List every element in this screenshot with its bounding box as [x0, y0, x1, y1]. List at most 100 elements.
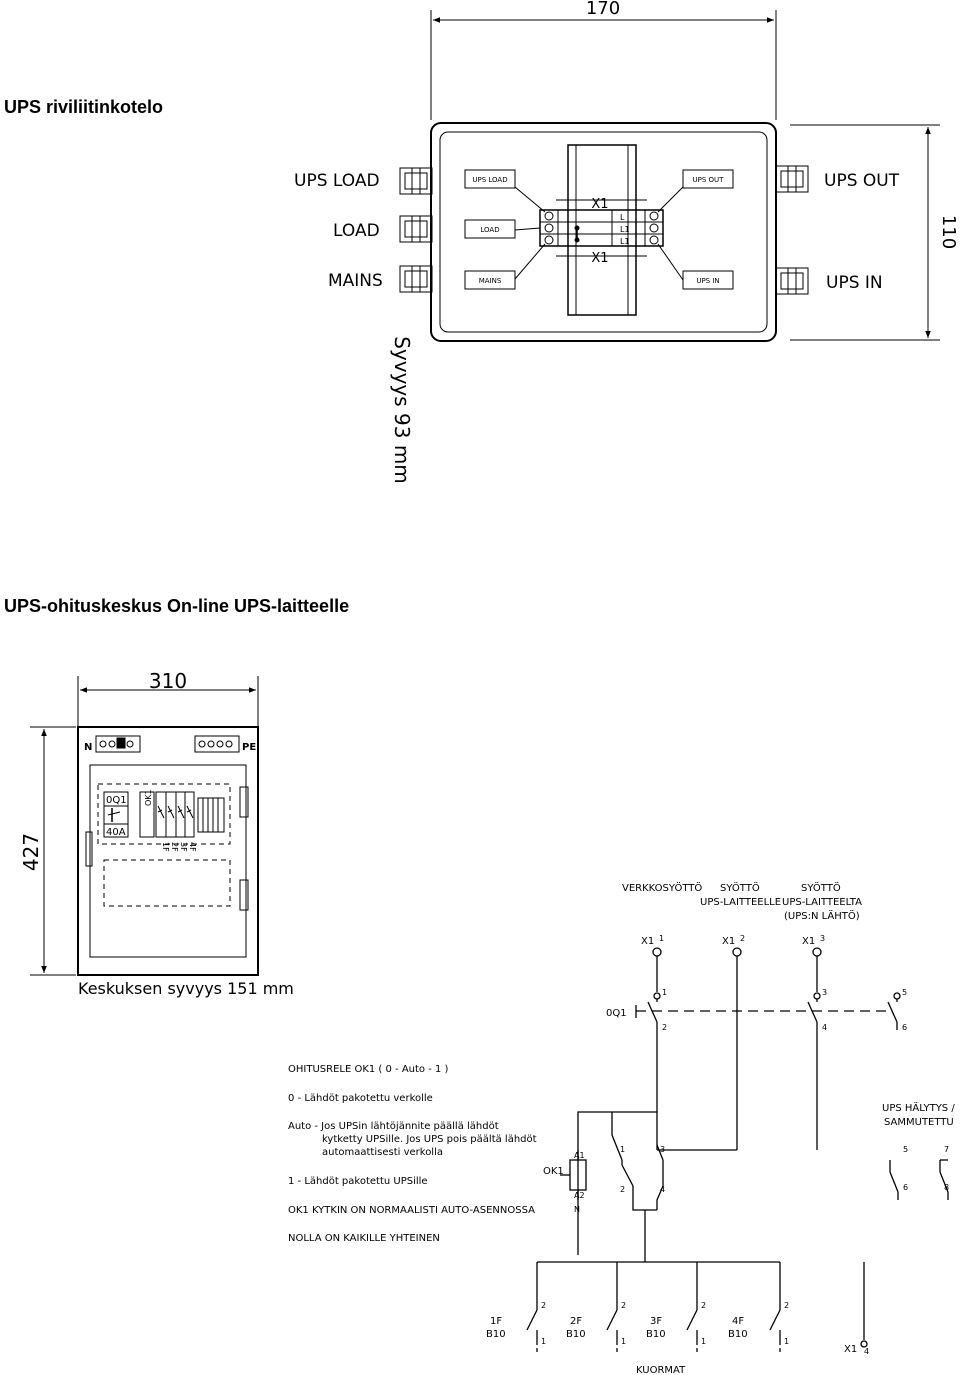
box-ups-in: UPS IN — [696, 277, 719, 285]
output-3f-rating: B10 — [646, 1329, 666, 1340]
heading-ups-terminal-box: UPS riviliitinkotelo — [4, 97, 164, 117]
label-ups-out: UPS OUT — [824, 171, 900, 191]
breaker-oq1-label: 0Q1 — [106, 795, 127, 806]
note-common-neutral: NOLLA ON KAIKILLE YHTEINEN — [288, 1233, 440, 1244]
coil-n: N — [574, 1205, 580, 1214]
label-ups-load: UPS LOAD — [294, 171, 380, 191]
ok1-contact-1: 1 — [620, 1145, 625, 1154]
coil-a1: A1 — [574, 1151, 585, 1160]
alarm-contact-5: 5 — [903, 1145, 908, 1154]
output-2f-rating: B10 — [566, 1329, 586, 1340]
box-load: LOAD — [480, 226, 499, 234]
out2-contact-1: 1 — [621, 1337, 626, 1346]
bypass-schematic — [526, 947, 949, 1352]
col-syotto-1: SYÖTTÖ — [720, 881, 760, 894]
ok1-contact-3: 3 — [660, 1145, 665, 1154]
output-1f-name: 1F — [490, 1316, 502, 1327]
label-mains: MAINS — [328, 271, 383, 291]
out3-contact-2: 2 — [701, 1301, 706, 1310]
oq1-contact-4: 4 — [822, 1023, 827, 1032]
height-dimension-427: 427 — [19, 833, 43, 871]
col-syotto-2: SYÖTTÖ — [801, 881, 841, 894]
height-dimension-110: 110 — [938, 215, 959, 249]
out1-contact-1: 1 — [541, 1337, 546, 1346]
terminal-box-labels: 170 110 Syvyys 93 mm UPS LOAD LOAD MAINS… — [294, 0, 959, 484]
ok1-contact-2: 2 — [620, 1185, 625, 1194]
width-dimension-170: 170 — [586, 0, 620, 19]
oq1-contact-6: 6 — [902, 1023, 907, 1032]
out3-contact-1: 1 — [701, 1337, 706, 1346]
ok1-label: OK1 — [543, 1166, 564, 1177]
terminal-x1-1: X1 — [641, 936, 654, 947]
output-4f-name: 4F — [732, 1316, 744, 1327]
note-mode-0: 0 - Lähdöt pakotettu verkolle — [288, 1093, 433, 1104]
col-ups-lahto: (UPS:N LÄHTÖ) — [784, 909, 860, 922]
width-dimension-310: 310 — [149, 669, 187, 693]
pe-busbar-label: PE — [242, 742, 256, 753]
label-load: LOAD — [333, 221, 380, 241]
label-ups-in: UPS IN — [826, 273, 883, 293]
terminal-num-1: 1 — [659, 934, 664, 943]
terminal-num-2: 2 — [740, 934, 745, 943]
out4-contact-1: 1 — [784, 1337, 789, 1346]
fuse-3f-label: 3F — [179, 842, 188, 852]
box-ups-out: UPS OUT — [693, 176, 725, 184]
oq1-contact-3: 3 — [822, 988, 827, 997]
schematic-labels: VERKKOSYÖTTÖ SYÖTTÖ UPS-LAITTEELLE SYÖTT… — [288, 881, 955, 1375]
out1-contact-2: 2 — [541, 1301, 546, 1310]
relay-ok1-label: OK1 — [144, 789, 153, 806]
output-3f-name: 3F — [650, 1316, 662, 1327]
alarm-contact-8: 8 — [944, 1183, 949, 1192]
box-mains: MAINS — [479, 277, 502, 285]
oq1-contact-5: 5 — [902, 988, 907, 997]
oq1-label: 0Q1 — [606, 1008, 627, 1019]
col-ups-laitteelta: UPS-LAITTEELTA — [782, 897, 862, 908]
out4-contact-2: 2 — [784, 1301, 789, 1310]
note-ohitusrele: OHITUSRELE OK1 ( 0 - Auto - 1 ) — [288, 1064, 449, 1075]
bypass-panel-labels: 310 427 Keskuksen syvyys 151 mm N PE 0Q1… — [19, 669, 294, 998]
col-ups-laitteelle: UPS-LAITTEELLE — [700, 897, 781, 908]
terminal-num-3: 3 — [820, 934, 825, 943]
col-verkkosyotto: VERKKOSYÖTTÖ — [622, 881, 702, 894]
depth-label: Syvyys 93 mm — [390, 336, 414, 484]
n-busbar-label: N — [84, 742, 92, 753]
terminal-row-l: L — [620, 213, 625, 222]
terminal-x1-3: X1 — [802, 936, 815, 947]
alarm-label-2: SAMMUTETTU — [884, 1117, 954, 1128]
output-1f-rating: B10 — [486, 1329, 506, 1340]
terminal-num-4: 4 — [864, 1347, 869, 1356]
fuse-4f-label: 4F — [188, 842, 197, 852]
terminal-x1-top: X1 — [591, 197, 608, 212]
ok1-contact-4: 4 — [660, 1185, 665, 1194]
panel-depth-label: Keskuksen syvyys 151 mm — [78, 979, 294, 998]
terminal-row-l1: L1 — [620, 225, 630, 234]
note-mode-auto-3: automaattisesti verkolla — [322, 1147, 443, 1158]
box-ups-load: UPS LOAD — [472, 176, 507, 184]
out2-contact-2: 2 — [621, 1301, 626, 1310]
note-mode-auto-2: kytketty UPSille. Jos UPS pois päältä lä… — [322, 1134, 537, 1145]
terminal-box-drawing — [399, 10, 940, 342]
terminal-x1-2: X1 — [722, 936, 735, 947]
fuse-2f-label: 2F — [170, 842, 179, 852]
alarm-contact-7: 7 — [944, 1145, 949, 1154]
fuse-1f-label: 1F — [161, 842, 170, 852]
coil-a2: A2 — [574, 1191, 585, 1200]
terminal-row-l1b: L1 — [620, 237, 630, 246]
note-mode-1: 1 - Lähdöt pakotettu UPSille — [288, 1176, 428, 1187]
alarm-contact-6: 6 — [903, 1183, 908, 1192]
terminal-x1-4: X1 — [844, 1344, 857, 1355]
note-ok1-auto: OK1 KYTKIN ON NORMAALISTI AUTO-ASENNOSSA — [288, 1205, 535, 1216]
breaker-rating-label: 40A — [106, 827, 126, 838]
oq1-contact-1: 1 — [662, 988, 667, 997]
alarm-label-1: UPS HÄLYTYS / — [882, 1101, 955, 1114]
note-mode-auto-1: Auto - Jos UPSin lähtöjännite päällä läh… — [288, 1121, 499, 1132]
terminal-x1-bottom: X1 — [591, 251, 608, 266]
oq1-contact-2: 2 — [662, 1023, 667, 1032]
output-4f-rating: B10 — [728, 1329, 748, 1340]
output-2f-name: 2F — [570, 1316, 582, 1327]
heading-ups-bypass-panel: UPS-ohituskeskus On-line UPS-laitteelle — [4, 596, 350, 616]
loads-label: KUORMAT — [636, 1365, 686, 1375]
bypass-panel-drawing — [30, 676, 259, 976]
